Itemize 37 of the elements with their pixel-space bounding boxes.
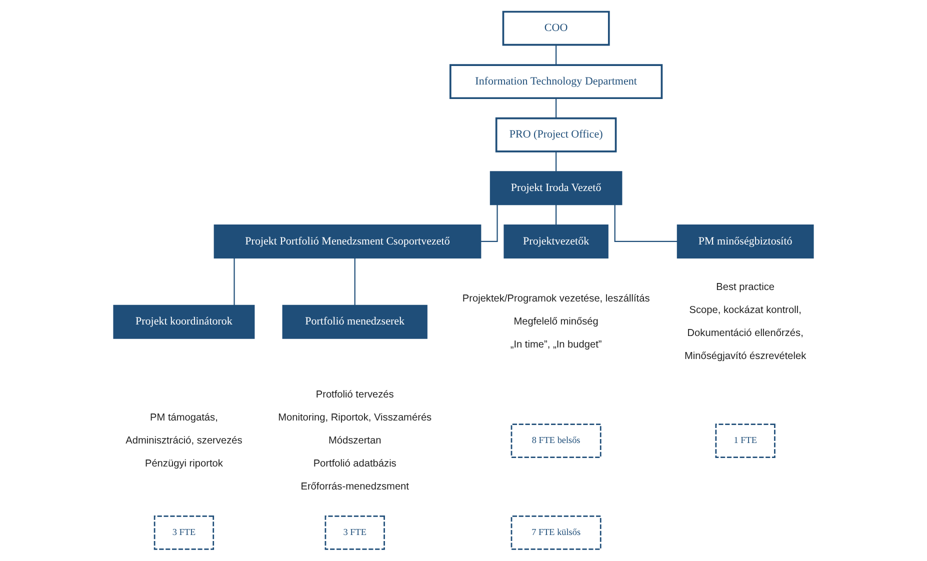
node-label: Adminisztráció, szervezés <box>126 435 242 446</box>
node-label: Erőforrás-menedzsment <box>300 481 409 492</box>
node-box: COO <box>502 10 610 46</box>
node-label: PM támogatás, <box>150 412 218 424</box>
node-box: 7 FTE külsős <box>510 515 602 550</box>
node-label: Módszertan <box>328 435 382 446</box>
node-box: Information Technology Department <box>449 64 663 100</box>
node-label: Dokumentáció ellenőrzés, <box>687 328 804 339</box>
node-label: Scope, kockázat kontroll, <box>689 304 802 316</box>
connector <box>480 204 498 242</box>
node-label: Megfelelő minőség <box>514 316 598 328</box>
node-label: Monitoring, Riportok, Visszamérés <box>278 412 432 424</box>
node-label: Pénzügyi riportok <box>144 458 223 470</box>
node-box: Projektvezetők <box>504 224 608 258</box>
node-box: Portfolió menedzserek <box>282 304 428 339</box>
node-label: Portfolió adatbázis <box>313 458 396 470</box>
node-box: PRO (Project Office) <box>495 117 617 152</box>
node-label: Minőségjavító észrevételek <box>684 350 806 362</box>
node-box: 1 FTE <box>715 424 776 458</box>
connector <box>556 98 557 118</box>
node-label: Protfolió tervezés <box>316 389 394 400</box>
node-label: Best practice <box>716 282 775 293</box>
node-label: „In time”, „In budget” <box>510 339 602 350</box>
connector <box>556 204 557 225</box>
node-box: 3 FTE <box>324 515 385 550</box>
node-box: 8 FTE belsős <box>510 424 602 458</box>
connector <box>556 44 557 65</box>
connector <box>354 258 356 306</box>
node-box: Projekt Portfolió Menedzsment Csoportvezető <box>214 224 482 258</box>
connector <box>556 151 557 172</box>
connector <box>614 204 678 242</box>
node-box: 3 FTE <box>154 515 214 550</box>
connector <box>234 258 235 306</box>
node-box: PM minőségbiztosító <box>676 224 814 258</box>
node-label: Projektek/Programok vezetése, leszállítás <box>462 293 650 304</box>
node-box: Projekt koordinátorok <box>113 304 255 339</box>
node-box: Projekt Iroda Vezető <box>490 171 622 206</box>
